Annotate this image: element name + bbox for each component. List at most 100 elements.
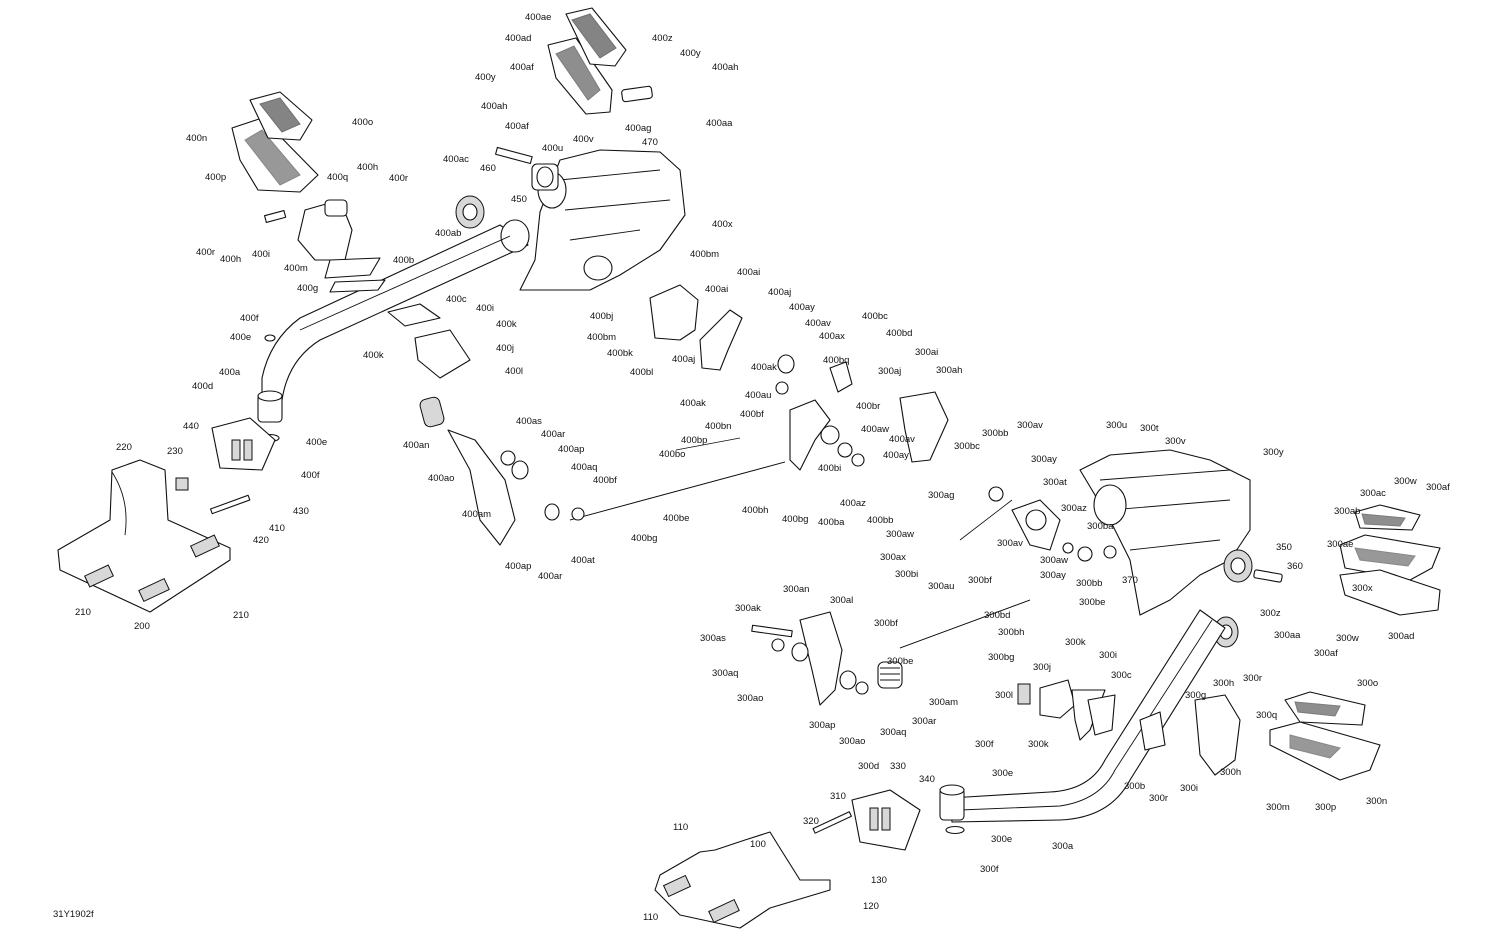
callout-label: 300am [929, 697, 958, 708]
callout-label: 300g [1185, 690, 1206, 701]
callout-label: 400u [542, 143, 563, 154]
callout-label: 300aa [1274, 630, 1301, 641]
callout-label: 400a [219, 367, 241, 378]
callout-label: 400bc [862, 311, 888, 322]
callout-label: 440 [183, 421, 199, 432]
callout-label: 300be [1079, 597, 1105, 608]
callout-label: 300bi [895, 569, 918, 580]
callout-label: 400k [363, 350, 384, 361]
callout-label: 340 [919, 774, 935, 785]
bolt-410 [209, 494, 251, 515]
callout-label: 300ba [1087, 521, 1114, 532]
callout-label: 400b [393, 255, 414, 266]
small-hardware [264, 334, 1117, 562]
callout-label: 400ba [818, 517, 845, 528]
callout-label: 300o [1357, 678, 1378, 689]
right-housing-300v [1079, 449, 1251, 616]
callout-label: 300av [997, 538, 1023, 549]
callout-label: 300u [1106, 420, 1127, 431]
callout-label: 400i [476, 303, 494, 314]
right-bracket-300ag [899, 391, 949, 463]
callout-label: 400ak [680, 398, 706, 409]
callout-label: 400bk [607, 348, 633, 359]
callout-label: 300f [980, 864, 999, 875]
callout-label: 300f [975, 739, 994, 750]
callout-label: 470 [642, 137, 658, 148]
callout-label: 300bd [984, 610, 1010, 621]
callout-label: 300h [1220, 767, 1241, 778]
callout-label: 370 [1122, 575, 1138, 586]
callout-label: 400bm [690, 249, 719, 260]
callout-label: 200 [134, 621, 150, 632]
callout-label: 300k [1065, 637, 1086, 648]
callout-label: 400ac [443, 154, 469, 165]
callout-label: 300ai [915, 347, 938, 358]
callout-label: 400x [712, 219, 733, 230]
callout-label: 400f [240, 313, 259, 324]
right-footpeg-300x [1339, 569, 1441, 616]
callout-label: 400o [352, 117, 373, 128]
callout-label: 400bp [681, 435, 707, 446]
rod-400bp [675, 437, 741, 451]
left-footrest-tube-400a [261, 219, 530, 403]
bracket-400bc [789, 361, 853, 471]
callout-label: 300bb [982, 428, 1008, 439]
callout-label: 400ay [789, 302, 815, 313]
left-bracket-440 [211, 417, 276, 471]
callout-label: 300bb [1076, 578, 1102, 589]
callout-label: 300av [1017, 420, 1043, 431]
callout-label: 400ad [505, 33, 531, 44]
right-bracket-300b [1139, 711, 1166, 751]
callout-label: 110 [643, 912, 658, 923]
callout-label: 300aq [880, 727, 906, 738]
callout-label: 300e [991, 834, 1012, 845]
callout-label: 400ar [541, 429, 565, 440]
callout-label: 400aj [672, 354, 695, 365]
callout-label: 400z [652, 33, 673, 44]
bolt-310 [812, 811, 852, 834]
callout-label: 300al [830, 595, 853, 606]
pin-400z [621, 85, 653, 103]
callout-label: 300ay [1040, 570, 1066, 581]
cover-400bl [649, 284, 699, 341]
callout-label: 400i [252, 249, 270, 260]
left-footpeg-pad-400o [249, 91, 313, 141]
callout-label: 400an [403, 440, 429, 451]
callout-label: 400be [663, 513, 689, 524]
callout-label: 400bb [867, 515, 893, 526]
callout-label: 400af [510, 62, 534, 73]
callout-label: 300v [1165, 436, 1186, 447]
callout-label: 300e [992, 768, 1013, 779]
callout-label: 400h [220, 254, 241, 265]
callout-label: 400aa [706, 118, 733, 129]
callout-label: 210 [233, 610, 249, 621]
right-footrest-tube-300a [949, 609, 1226, 823]
callout-label: 400ak [751, 362, 777, 373]
callout-label: 300q [1256, 710, 1277, 721]
callout-label: 300bg [988, 652, 1014, 663]
callout-label: 300a [1052, 841, 1074, 852]
bearing-350 [1223, 549, 1253, 583]
callout-label: 400e [230, 332, 251, 343]
callout-label: 400bj [590, 311, 613, 322]
callout-label: 300z [1260, 608, 1281, 619]
callout-label: 400ar [538, 571, 562, 582]
right-footpeg-pad-300o [1284, 691, 1366, 726]
callout-label: 400au [745, 390, 771, 401]
callout-label: 300ay [1031, 454, 1057, 465]
rod-300au [959, 499, 1013, 541]
callout-label: 400az [840, 498, 866, 509]
callout-label: 400r [196, 247, 215, 258]
callout-label: 400bi [818, 463, 841, 474]
callout-label: 300bf [968, 575, 992, 586]
left-bracket-400j [387, 303, 471, 379]
callout-label: 400k [496, 319, 517, 330]
callout-label: 400aq [571, 462, 597, 473]
callout-label: 400bl [630, 367, 653, 378]
callout-label: 300t [1140, 423, 1159, 434]
callout-label: 400n [186, 133, 207, 144]
left-footpeg-400m [297, 199, 386, 293]
callout-label: 300h [1213, 678, 1234, 689]
